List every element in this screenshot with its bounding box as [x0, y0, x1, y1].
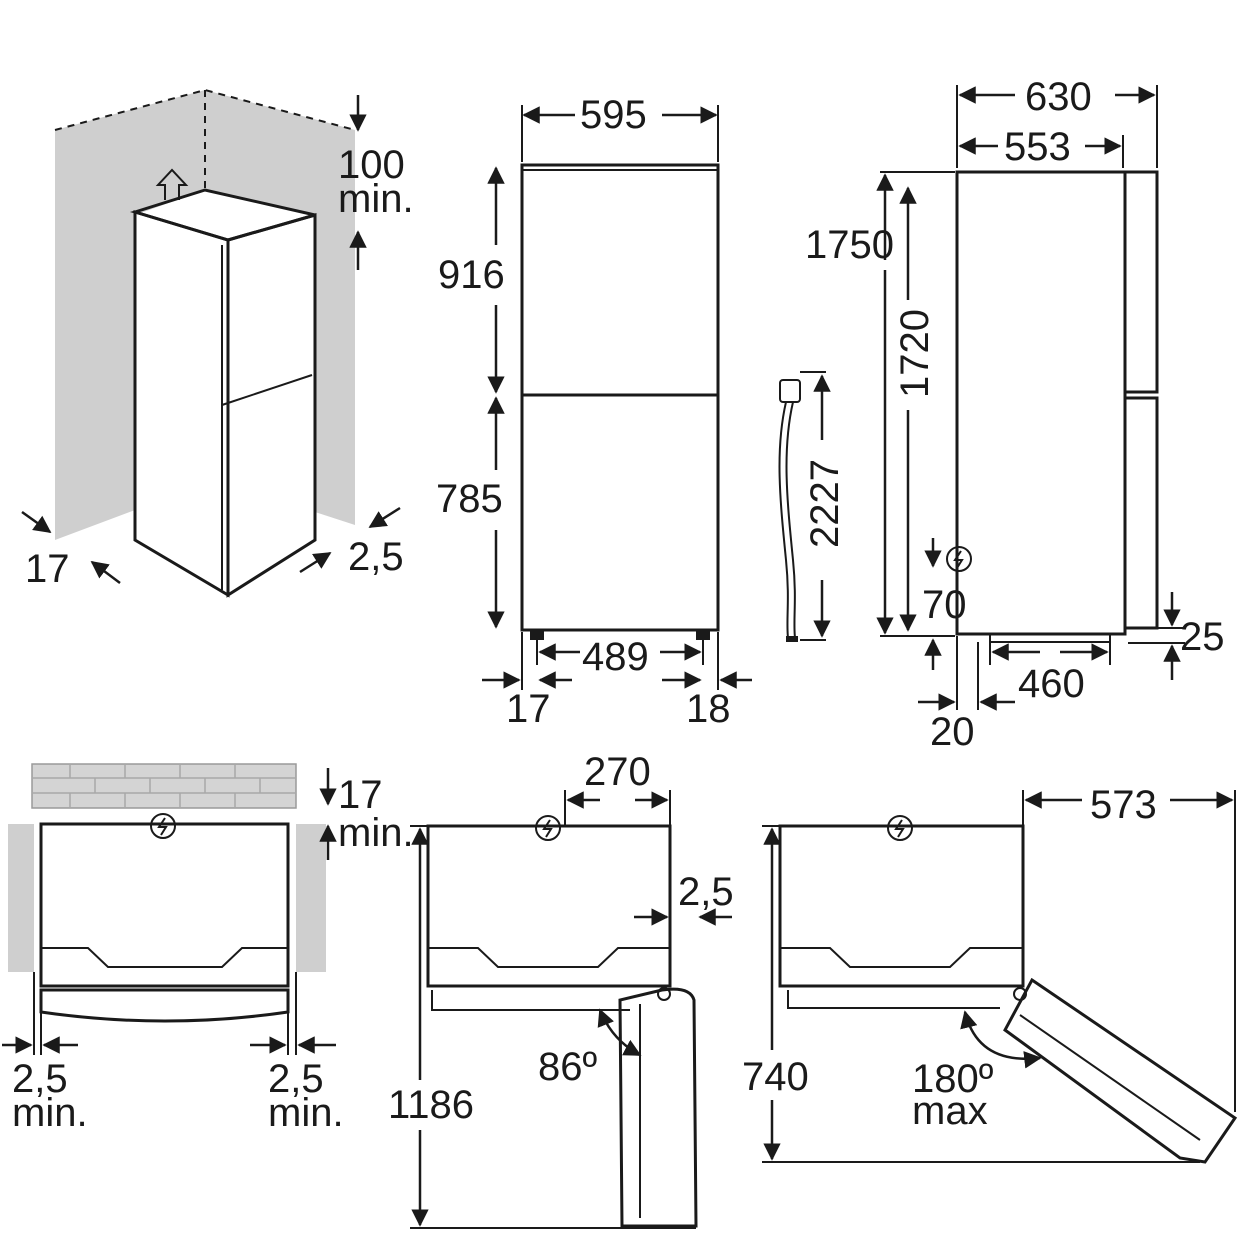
open-door-180 — [1003, 977, 1238, 1164]
angle-86-value: 86º — [538, 1045, 597, 1089]
left-side-wall — [8, 824, 34, 972]
left-gap-value: 17 — [25, 547, 70, 591]
foot-right — [696, 630, 710, 640]
width-value: 595 — [580, 93, 647, 137]
angle-180-note: max — [912, 1089, 988, 1133]
foot-left — [530, 630, 544, 640]
door-86-view: 270 2,5 86º 1186 — [388, 750, 734, 1229]
hinge-icon — [657, 987, 671, 1001]
side-gap-value: 2,5 — [678, 870, 734, 914]
fridge-front — [226, 213, 317, 598]
upper-height-value: 916 — [438, 253, 505, 297]
right-clearance-value: 2,5 — [268, 1057, 324, 1101]
fridge-front-body — [520, 163, 720, 632]
iso-view: 100 min. 17 2,5 — [21, 88, 414, 598]
right-clearance-unit: min. — [268, 1091, 344, 1135]
side-view: 630 553 1750 1720 70 460 20 — [805, 75, 1225, 754]
fridge-top-plan — [778, 824, 1025, 988]
top-clearance-unit: min. — [338, 177, 414, 221]
door-split — [221, 374, 313, 406]
socket-icon — [535, 815, 561, 841]
back-wall-bricks — [31, 763, 297, 809]
right-gap-value: 2,5 — [348, 535, 404, 579]
depth-740-value: 740 — [742, 1055, 809, 1099]
plug-icon — [779, 379, 801, 403]
height-body-value: 1720 — [893, 309, 937, 398]
socket-height-value: 70 — [922, 583, 967, 627]
hinge-offset-value: 270 — [584, 750, 651, 794]
hinge-icon — [1013, 987, 1027, 1001]
vent-arrow-icon — [155, 168, 189, 200]
socket-icon — [887, 815, 913, 841]
right-wall — [205, 90, 355, 525]
lower-height-value: 785 — [436, 477, 503, 521]
upper-door — [1123, 170, 1159, 394]
fridge-side-body — [955, 170, 1127, 636]
depth-total-value: 630 — [1025, 75, 1092, 119]
foot-span-value: 489 — [582, 635, 649, 679]
back-clearance-value: 17 — [338, 773, 383, 817]
open-door-86 — [618, 987, 698, 1228]
depth-body-value: 553 — [1004, 125, 1071, 169]
left-offset-value: 17 — [506, 687, 551, 731]
door-180-view: 573 740 180º max — [742, 783, 1238, 1164]
left-clearance-value: 2,5 — [12, 1057, 68, 1101]
front-height-value: 25 — [1180, 615, 1225, 659]
total-depth-value: 1186 — [388, 1083, 474, 1127]
plan-view: 17 min. 2,5 min. 2,5 min. — [2, 763, 414, 1135]
front-view: 595 916 785 489 17 18 — [436, 93, 752, 731]
socket-icon — [150, 813, 176, 839]
angle-180-value: 180º — [912, 1057, 994, 1101]
lower-door — [1123, 396, 1159, 630]
cable-line — [778, 401, 789, 639]
right-side-wall — [296, 824, 326, 972]
fridge-top-plan — [426, 824, 672, 988]
door-plan — [39, 988, 290, 1023]
fridge-top-plan — [39, 822, 290, 988]
left-clearance-unit: min. — [12, 1091, 88, 1135]
top-clearance-value: 100 — [338, 143, 405, 187]
back-clearance-unit: min. — [338, 811, 414, 855]
socket-icon — [946, 546, 972, 572]
right-offset-value: 18 — [686, 687, 731, 731]
base-foot — [989, 633, 1111, 643]
left-wall — [55, 90, 205, 540]
cable-length-value: 2227 — [803, 459, 847, 548]
back-offset-value: 20 — [930, 710, 975, 754]
door-reach-value: 573 — [1090, 783, 1157, 827]
fridge-side — [133, 209, 230, 598]
foot-depth-value: 460 — [1018, 662, 1085, 706]
power-cable: 2227 — [778, 371, 847, 642]
height-total-value: 1750 — [805, 223, 894, 267]
